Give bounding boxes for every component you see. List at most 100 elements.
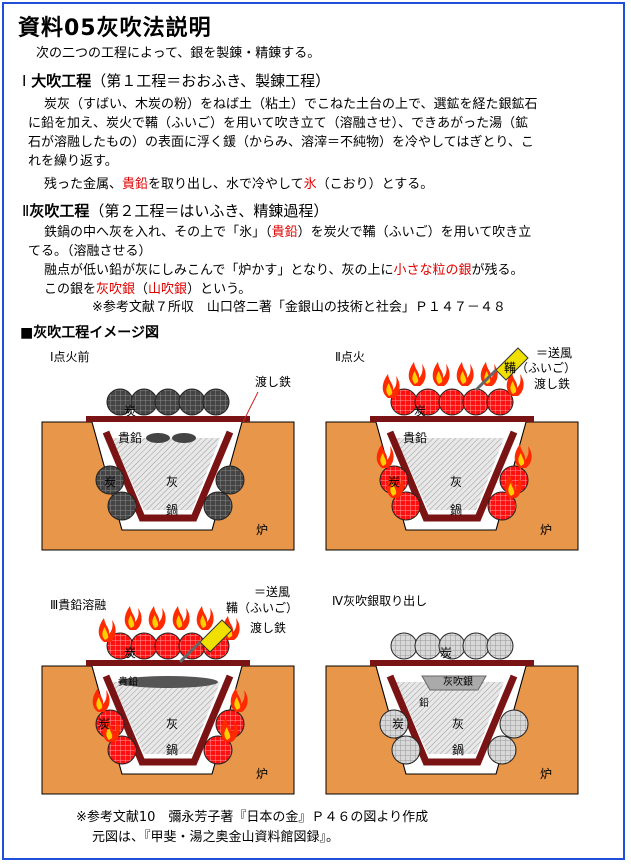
kien-lump	[172, 433, 196, 443]
p2-furnace-label: 炉	[540, 523, 552, 537]
watashi-tetsu	[86, 416, 250, 422]
p4-ash-label: 灰	[452, 717, 464, 731]
p3-fuigo-label: 鞴（ふいご）	[226, 600, 298, 615]
step1-line3: 石が溶融したもの）の表面に浮く鍰（からみ、溶滓＝不純物）を冷やしてはぎとり、こ	[28, 135, 534, 150]
flame-icon	[172, 606, 190, 630]
charcoal-lump	[486, 632, 514, 660]
p3-ash-label: 灰	[166, 717, 178, 731]
step1-heading: Ⅰ 大吹工程（第１工程＝おおふき、製錬工程）	[22, 72, 331, 90]
bellows-icon	[495, 347, 529, 381]
charcoal-lump	[462, 388, 490, 416]
haifukigin	[421, 675, 487, 691]
panel4-caption: Ⅳ灰吹銀取り出し	[332, 594, 428, 608]
panel3-caption: Ⅲ貴鉛溶融	[50, 598, 107, 612]
step2-line1: 鉄鍋の中へ灰を入れ、その上で「氷」（貴鉛）を炭火で鞴（ふいご）を用いて吹き立	[44, 225, 532, 240]
p2-charcoal-label: 炭	[414, 404, 426, 418]
p1-pot-label: 鍋	[166, 502, 178, 517]
ash-fill	[396, 682, 504, 754]
flame-icon	[456, 362, 474, 386]
step1-line5: 残った金属、貴鉛を取り出し、水で冷やして氷（こおり）とする。	[44, 177, 434, 192]
p3-charcoal2-label: 炭	[98, 717, 110, 731]
panel1-caption: Ⅰ点火前	[50, 350, 90, 364]
p2-pot-label: 鍋	[450, 502, 462, 517]
footer-reference: ※参考文献10 彌永芳子著『日本の金』Ｐ４６の図より作成	[76, 810, 429, 825]
p4-charcoal2-label: 炭	[392, 717, 404, 731]
step2-line4: この銀を灰吹銀（山吹銀）という。	[44, 282, 252, 297]
charcoal-lump	[379, 709, 409, 739]
flame-icon	[408, 362, 426, 386]
charcoal-lump	[414, 632, 442, 660]
charcoal-lump	[215, 465, 245, 495]
p1-watashi-label: 渡し鉄	[255, 374, 291, 389]
iron-pot	[102, 674, 234, 766]
ash-fill	[112, 682, 220, 754]
charcoal-lump	[486, 388, 514, 416]
p2-charcoal2-label: 炭	[388, 475, 400, 489]
molten-kien	[118, 676, 218, 688]
flame-icon	[98, 618, 116, 642]
watashi-tetsu	[370, 660, 534, 666]
intro-text: 次の二つの工程によって、銀を製錬・精錬する。	[36, 46, 321, 61]
page-title: 資料05灰吹法説明	[18, 16, 212, 41]
step2-heading: Ⅱ灰吹工程（第２工程＝はいふき、精錬過程）	[22, 202, 329, 220]
p2-soufu-label: ＝送風	[536, 345, 572, 360]
step2-reference: ※参考文献７所収 山口啓二著「金銀山の技術と社会」Ｐ１４７－４８	[92, 300, 506, 315]
step1-line4: れを繰り返す。	[28, 154, 118, 169]
ash-fill	[396, 438, 504, 510]
charcoal-lump	[203, 491, 233, 521]
p1-ash-label: 灰	[166, 475, 178, 489]
panel2-caption: Ⅱ点火	[335, 350, 365, 364]
p3-watashi-label: 渡し鉄	[250, 620, 286, 635]
iron-pot	[386, 430, 518, 522]
section-heading: ■灰吹工程イメージ図	[20, 325, 159, 341]
kien-lump	[146, 433, 170, 443]
p3-charcoal-label: 炭	[124, 646, 136, 660]
flame-icon	[124, 606, 142, 630]
charcoal-lump	[391, 491, 421, 521]
watashi-tetsu	[370, 416, 534, 422]
flame-icon	[196, 606, 214, 630]
charcoal-lump	[107, 491, 137, 521]
charcoal-lump	[178, 388, 206, 416]
p3-kien-label: 貴鉛	[118, 675, 138, 688]
p1-charcoal-label: 炭	[124, 404, 136, 418]
p2-watashi-label: 渡し鉄	[534, 376, 570, 391]
charcoal-lump	[95, 465, 125, 495]
charcoal-lump	[438, 388, 466, 416]
charcoal-lump	[154, 632, 182, 660]
charcoal-lump	[107, 735, 137, 765]
charcoal-lump	[203, 735, 233, 765]
p3-pot-label: 鍋	[166, 742, 178, 757]
iron-pot	[386, 674, 518, 766]
bellows-nozzle	[474, 368, 498, 392]
charcoal-lump	[487, 735, 517, 765]
charcoal-lump	[390, 632, 418, 660]
p2-fuigo-label: 鞴（ふいご）	[504, 360, 576, 375]
p1-furnace-label: 炉	[256, 523, 268, 537]
ash-fill	[112, 438, 220, 510]
charcoal-lump	[391, 735, 421, 765]
iron-pot	[102, 430, 234, 522]
charcoal-lump	[154, 388, 182, 416]
charcoal-lump	[487, 491, 517, 521]
p4-furnace-label: 炉	[540, 767, 552, 781]
p2-ash-label: 灰	[450, 475, 462, 489]
p4-haifukigin-label: 灰吹銀	[443, 675, 473, 688]
p4-lead-label: 鉛	[419, 696, 429, 709]
step2-line3: 融点が低い鉛が灰にしみこんで「炉かす」となり、灰の上に小さな粒の銀が残る。	[44, 263, 524, 278]
watashi-tetsu	[86, 660, 250, 666]
charcoal-lump	[178, 632, 206, 660]
footer-original: 元図は、『甲斐・湯之奥金山資料館図録』。	[92, 830, 340, 845]
bellows-icon	[199, 619, 233, 653]
charcoal-lump	[499, 709, 529, 739]
step1-line1: 炭灰（すばい、木炭の粉）をねば土（粘土）でこねた土台の上で、選鉱を経た銀鉱石	[44, 97, 538, 112]
flame-icon	[382, 374, 400, 398]
bellows-nozzle	[178, 640, 202, 664]
p1-kien-label: 貴鉛	[118, 431, 142, 445]
step1-line2: に鉛を加え、炭火で鞴（ふいご）を用いて吹き立て（溶融させ）、できあがった湯（鉱	[28, 116, 529, 131]
p3-soufu-label: ＝送風	[254, 584, 290, 599]
p4-pot-label: 鍋	[452, 742, 464, 757]
p2-kien-label: 貴鉛	[403, 431, 427, 445]
p4-charcoal-label: 炭	[440, 646, 452, 660]
